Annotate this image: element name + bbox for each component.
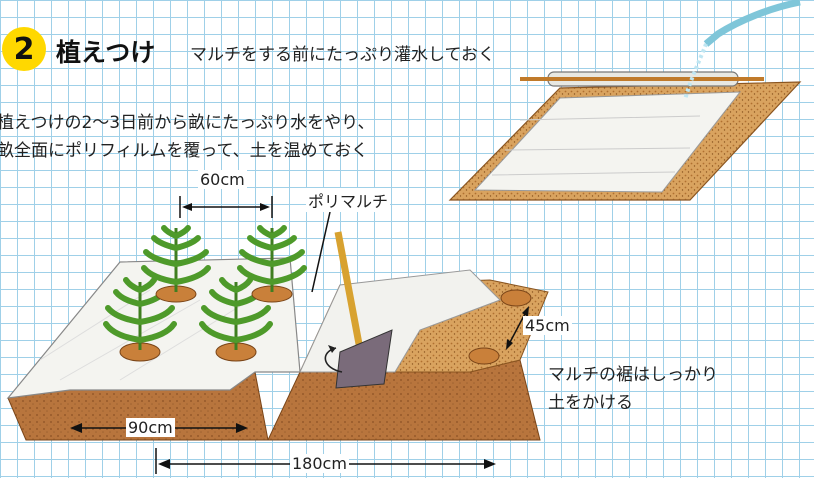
note-line-1: マルチの裾はしっかり: [548, 365, 718, 385]
row-width-label: 180cm: [290, 454, 349, 473]
mulch-label: ポリマルチ: [306, 188, 391, 212]
plant: [103, 277, 177, 362]
step-subtitle: マルチをする前にたっぷり灌水しておく: [190, 45, 495, 65]
plant-spacing-label: 60cm: [198, 170, 247, 189]
step-number-badge: 2: [2, 27, 46, 71]
planting-bed: [6, 231, 549, 441]
bed-width-label: 90cm: [126, 418, 175, 437]
plant: [199, 277, 273, 362]
instruction-line-1: 植えつけの2〜3日前から畝にたっぷり水をやり、: [0, 113, 375, 133]
dimension-lines: [70, 196, 529, 474]
watering-scene: [448, 0, 802, 201]
plant: [141, 225, 211, 303]
step-title: 植えつけ: [56, 38, 156, 67]
plants: [103, 225, 307, 362]
hole-spacing-label: 45cm: [523, 316, 572, 335]
plant: [237, 225, 307, 303]
instruction-line-2: 畝全面にポリフィルムを覆って、土を温めておく: [0, 141, 369, 161]
note-line-2: 土をかける: [548, 393, 633, 413]
